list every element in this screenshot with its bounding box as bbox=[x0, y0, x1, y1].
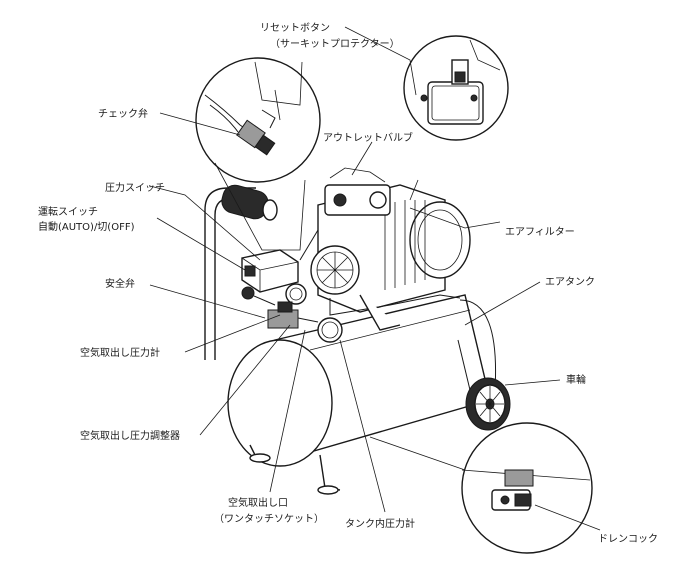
leader-lines bbox=[149, 26, 601, 531]
label-wheel: 車輪 bbox=[566, 375, 586, 386]
label-circuit-protector: （サーキットプロテクター） bbox=[270, 39, 400, 50]
label-regulator: 空気取出し圧力調整器 bbox=[80, 431, 180, 442]
drain-cock-detail-circle bbox=[461, 422, 593, 554]
label-tank-gauge: タンク内圧力計 bbox=[345, 519, 415, 530]
label-one-touch-socket: （ワンタッチソケット） bbox=[214, 514, 324, 525]
wheel-assembly bbox=[457, 339, 511, 431]
reset-button-detail-circle bbox=[403, 35, 509, 141]
tank-legs bbox=[249, 444, 341, 495]
check-valve-detail-circle bbox=[195, 57, 321, 183]
handle-frame bbox=[204, 184, 278, 360]
label-safety-valve: 安全弁 bbox=[105, 279, 135, 290]
motor-unit bbox=[310, 167, 471, 331]
label-reset-button: リセットボタン bbox=[260, 23, 330, 34]
label-run-switch: 運転スイッチ bbox=[38, 207, 98, 218]
label-drain-cock: ドレンコック bbox=[598, 534, 658, 545]
label-outlet-valve: アウトレットバルブ bbox=[323, 133, 413, 144]
label-air-tank: エアタンク bbox=[545, 277, 595, 288]
label-pressure-switch: 圧力スイッチ bbox=[105, 183, 165, 194]
label-air-filter: エアフィルター bbox=[505, 227, 575, 238]
gauges-and-regulator bbox=[241, 229, 343, 343]
label-air-outlet: 空気取出し口 bbox=[228, 498, 288, 509]
label-check-valve: チェック弁 bbox=[98, 109, 148, 120]
pressure-switch-unit bbox=[241, 249, 299, 293]
label-auto-off: 自動(AUTO)/切(OFF) bbox=[38, 222, 135, 233]
label-outlet-gauge: 空気取出し圧力計 bbox=[80, 348, 160, 359]
